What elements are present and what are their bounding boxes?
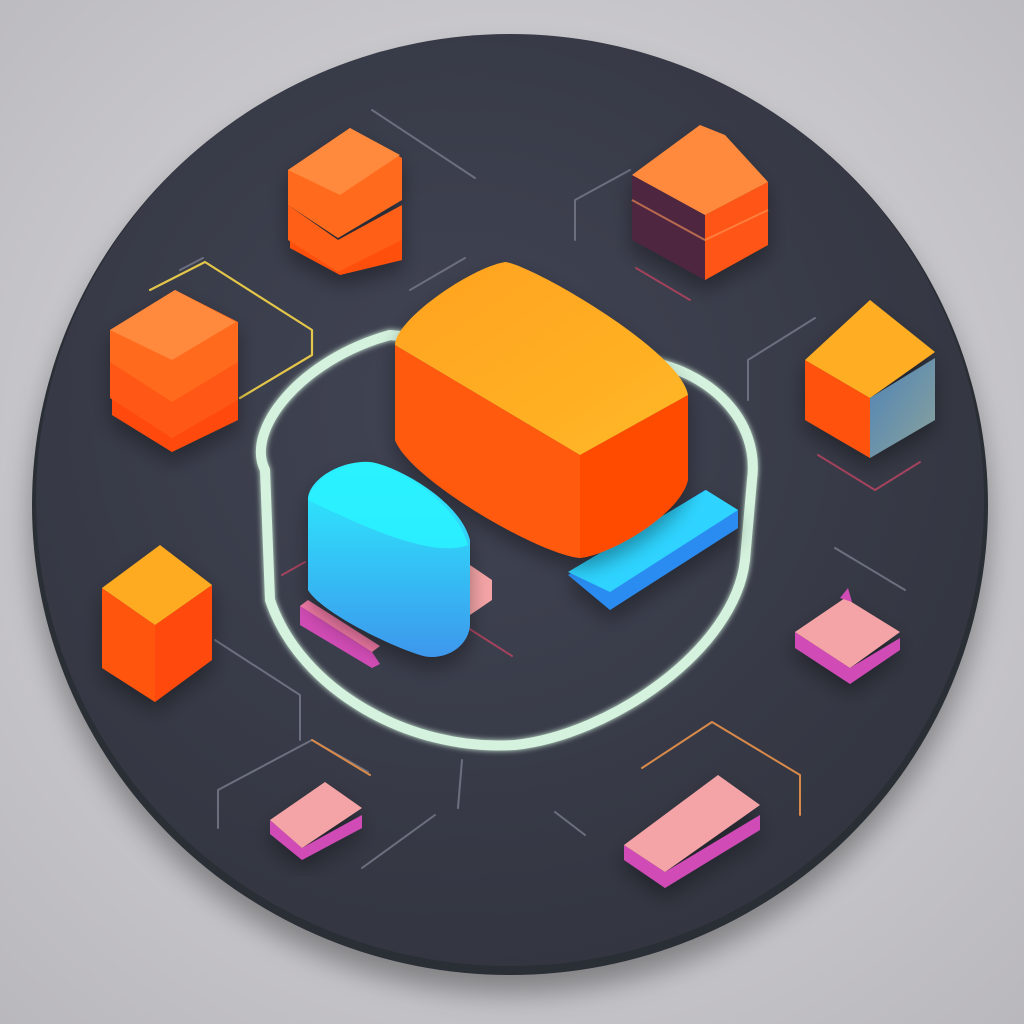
stacked-orange-blocks-top [288, 128, 402, 275]
center-ring [255, 330, 758, 751]
stacked-orange-blocks-left [110, 290, 238, 452]
pink-tile-right [795, 588, 900, 684]
pink-tile-bottom-left [270, 782, 362, 860]
orange-plum-block [631, 125, 769, 280]
pink-tab-center [470, 565, 492, 615]
circuit-lines [148, 109, 921, 869]
cyan-cushion [308, 461, 470, 657]
blue-tray [568, 490, 738, 610]
center-block [395, 262, 688, 558]
pink-bar-left [300, 600, 380, 668]
amber-slate-cube [805, 300, 935, 458]
amber-orange-cube [102, 545, 212, 702]
pink-tile-bottom-right [624, 775, 760, 888]
